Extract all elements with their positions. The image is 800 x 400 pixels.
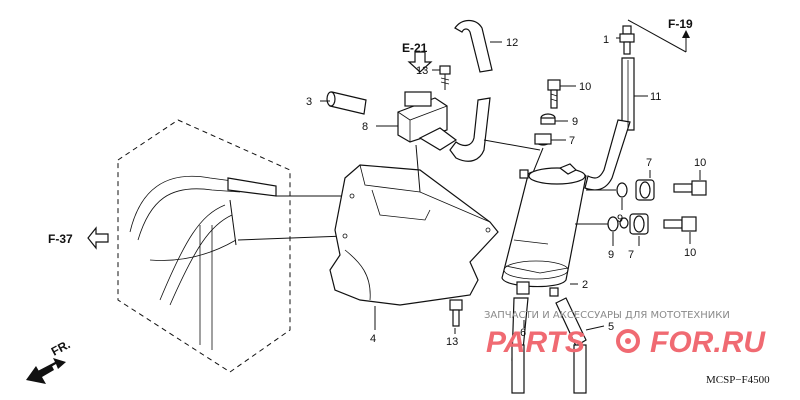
front-direction-arrow (26, 358, 66, 384)
callout-7a: 7 (569, 135, 575, 147)
ref-f37-arrow (87, 226, 109, 250)
joint-1 (619, 25, 635, 55)
callout-7c: 7 (628, 249, 634, 261)
tube-3 (326, 91, 367, 115)
callout-6: 6 (520, 327, 526, 339)
ref-f37: F-37 (48, 232, 73, 246)
callout-leaders (320, 37, 701, 334)
callout-11: 11 (650, 91, 661, 103)
tube-11 (584, 57, 635, 191)
bolt-13-upper (439, 65, 451, 90)
grommet-7-upper (534, 133, 552, 146)
diagram-code: MCSP−F4500 (706, 374, 770, 386)
watermark-brand-left: PARTS (486, 326, 585, 359)
callout-2: 2 (582, 279, 588, 291)
callout-9c: 9 (608, 249, 614, 261)
frame-detail (117, 119, 291, 373)
watermark: ЗАПЧАСТИ И АКСЕССУАРЫ ДЛЯ МОТОТЕХНИКИ PA… (484, 310, 766, 359)
ref-e21: E-21 (402, 41, 428, 55)
callout-3: 3 (306, 96, 312, 108)
callout-8: 8 (362, 121, 368, 133)
ref-f19: F-19 (668, 17, 693, 31)
canister-cover (329, 164, 499, 306)
mount-stack-lower-right (607, 213, 697, 235)
tube-6 (511, 297, 529, 394)
watermark-brand-right: FOR.RU (650, 326, 766, 359)
callout-10b: 10 (694, 157, 706, 169)
bolt-10-upper (547, 79, 561, 109)
tube-5 (555, 297, 587, 394)
callout-7b: 7 (646, 157, 652, 169)
watermark-gear-icon (616, 329, 640, 353)
callout-9b: 9 (617, 213, 623, 225)
callout-5: 5 (608, 321, 614, 333)
watermark-tagline: ЗАПЧАСТИ И АКСЕССУАРЫ ДЛЯ МОТОТЕХНИКИ (484, 310, 730, 321)
callout-12: 12 (506, 37, 518, 49)
callout-10a: 10 (579, 81, 591, 93)
callout-10c: 10 (684, 247, 696, 259)
nut-9-upper (540, 113, 556, 125)
callout-9a: 9 (572, 116, 578, 128)
evap-canister (501, 163, 587, 297)
ref-e21-arrow (407, 51, 433, 73)
callout-13a: 13 (416, 65, 428, 77)
callout-1: 1 (603, 34, 609, 46)
callout-4: 4 (370, 333, 376, 345)
bolt-13-lower (449, 299, 463, 327)
callout-labels: 1 2 3 4 5 6 7 7 7 8 9 9 9 10 10 10 11 12… (306, 34, 706, 348)
tube-12 (449, 19, 502, 162)
purge-solenoid-valve (397, 91, 458, 151)
callout-13b: 13 (446, 336, 458, 348)
ref-fr: FR. (49, 337, 73, 358)
ref-f19-arrow (627, 19, 690, 53)
mount-stack-upper-right (616, 179, 707, 201)
